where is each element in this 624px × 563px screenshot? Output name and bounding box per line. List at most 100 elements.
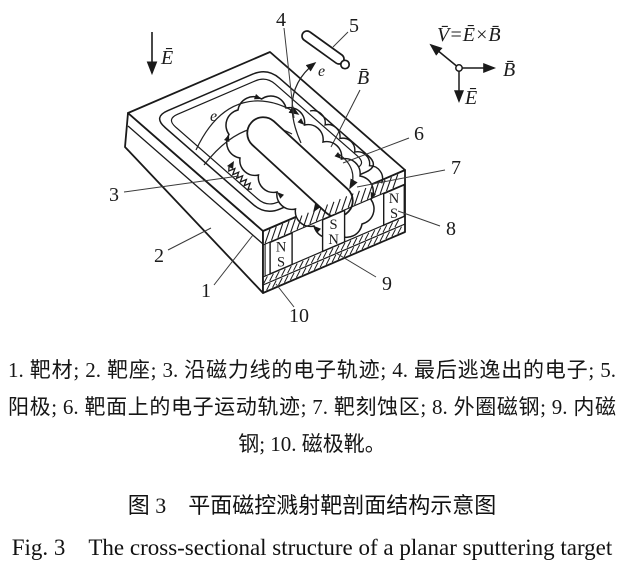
escape-electron-arc bbox=[291, 62, 317, 144]
brick-tick bbox=[272, 280, 277, 288]
vector-triad: V̄=Ē×B̄ B̄ Ē bbox=[429, 24, 515, 109]
brick-tick bbox=[331, 254, 337, 263]
e-field-label: Ē bbox=[160, 47, 173, 69]
hatch-line bbox=[334, 198, 341, 214]
callout-number: 10 bbox=[289, 305, 309, 327]
hatch-line bbox=[309, 209, 316, 225]
brick-tick bbox=[376, 227, 382, 236]
caption-zh: 图 3 平面磁控溅射靶剖面结构示意图 bbox=[127, 493, 497, 518]
racetrack-groove bbox=[158, 70, 375, 213]
hatch-line bbox=[360, 187, 367, 203]
triad-origin bbox=[455, 64, 463, 72]
caption-en: Fig. 3 The cross-sectional structure of … bbox=[11, 535, 613, 560]
center-magnet-ridge bbox=[246, 116, 354, 218]
spiral-electron-path bbox=[227, 161, 253, 191]
trajectory-arrow bbox=[277, 192, 284, 199]
brick-tick bbox=[281, 268, 286, 277]
brick-tick bbox=[313, 262, 319, 271]
callout-leader bbox=[123, 175, 240, 193]
brick-tick bbox=[367, 239, 373, 247]
callout-number: 6 bbox=[414, 123, 424, 145]
spring-arrow bbox=[227, 161, 234, 169]
trajectory-arrow bbox=[297, 118, 305, 125]
brick-tick bbox=[340, 242, 346, 251]
brick-tick bbox=[397, 226, 402, 235]
callout-number: 9 bbox=[382, 273, 392, 295]
brick-tick bbox=[299, 260, 304, 269]
brick-tick bbox=[275, 270, 280, 279]
hatch-line bbox=[373, 182, 380, 197]
callout-leader bbox=[283, 27, 295, 119]
hatch-line bbox=[322, 204, 329, 219]
brick-tick bbox=[322, 250, 328, 259]
magnet-pole-label: N bbox=[276, 240, 287, 256]
hatch-line bbox=[354, 190, 360, 206]
electron-label: e bbox=[318, 63, 325, 80]
callout-leader bbox=[356, 169, 446, 188]
brick-tick bbox=[379, 234, 385, 242]
hatch-line bbox=[341, 196, 348, 211]
hatch-line bbox=[315, 207, 322, 222]
brick-tick bbox=[269, 273, 274, 282]
callout-number: 5 bbox=[349, 15, 359, 37]
field-arc bbox=[195, 100, 300, 151]
outer-etch-trajectory bbox=[309, 109, 384, 184]
magnet-pole-label: S bbox=[330, 217, 338, 233]
callout-leader bbox=[335, 252, 377, 278]
section-band-line bbox=[262, 223, 406, 286]
callout-leader bbox=[275, 283, 295, 308]
brick-tick bbox=[352, 237, 358, 246]
callout-leader bbox=[167, 227, 212, 251]
callout-number: 4 bbox=[276, 9, 286, 31]
anode-tip bbox=[339, 59, 351, 70]
magnet-pole-label: S bbox=[277, 255, 285, 271]
trajectory-arrow bbox=[314, 226, 321, 233]
magnet-pole-label: N bbox=[389, 191, 400, 207]
brick-tick bbox=[325, 257, 331, 265]
anode-rod bbox=[301, 30, 351, 70]
brick-tick bbox=[373, 236, 379, 245]
brick-tick bbox=[382, 224, 388, 233]
hatch-line bbox=[290, 218, 297, 233]
callout-number: 1 bbox=[201, 280, 211, 302]
hatch-line bbox=[385, 176, 392, 192]
brick-tick bbox=[310, 255, 316, 264]
ridge-capsule bbox=[246, 116, 354, 218]
brick-tick bbox=[287, 265, 292, 274]
hatch-line bbox=[302, 212, 309, 227]
target-plate-seam bbox=[127, 125, 264, 245]
brick-tick bbox=[394, 219, 400, 228]
callout-leader bbox=[213, 234, 254, 286]
brick-tick bbox=[301, 267, 307, 276]
trajectory-arrow bbox=[334, 152, 342, 159]
anode-capsule bbox=[301, 30, 345, 65]
hatch-line bbox=[296, 215, 303, 230]
hatch-line bbox=[264, 229, 271, 244]
hatch-line bbox=[270, 226, 277, 241]
brick-tick bbox=[343, 249, 349, 258]
hatch-line bbox=[283, 220, 290, 236]
magnet-block bbox=[383, 183, 405, 227]
spring-path bbox=[228, 166, 253, 191]
callout-leader bbox=[332, 31, 349, 48]
callout-number: 7 bbox=[451, 157, 461, 179]
brick-tick bbox=[295, 270, 301, 278]
groove-outer-edge bbox=[158, 70, 375, 213]
brick-tick bbox=[391, 229, 396, 237]
brick-tick bbox=[388, 222, 394, 230]
brick-tick bbox=[361, 241, 367, 250]
triad-e-label: Ē bbox=[464, 87, 477, 109]
brick-tick bbox=[278, 277, 283, 286]
brick-tick bbox=[328, 247, 334, 256]
callout-number: 8 bbox=[446, 218, 456, 240]
brick-tick bbox=[316, 253, 322, 261]
b-field-callout: B̄ bbox=[330, 67, 369, 148]
magnet-block bbox=[269, 231, 293, 275]
electron-label: e bbox=[210, 108, 217, 125]
callout-number: 2 bbox=[154, 245, 164, 267]
triad-b-label: B̄ bbox=[503, 59, 515, 81]
b-field-label: B̄ bbox=[357, 67, 369, 89]
